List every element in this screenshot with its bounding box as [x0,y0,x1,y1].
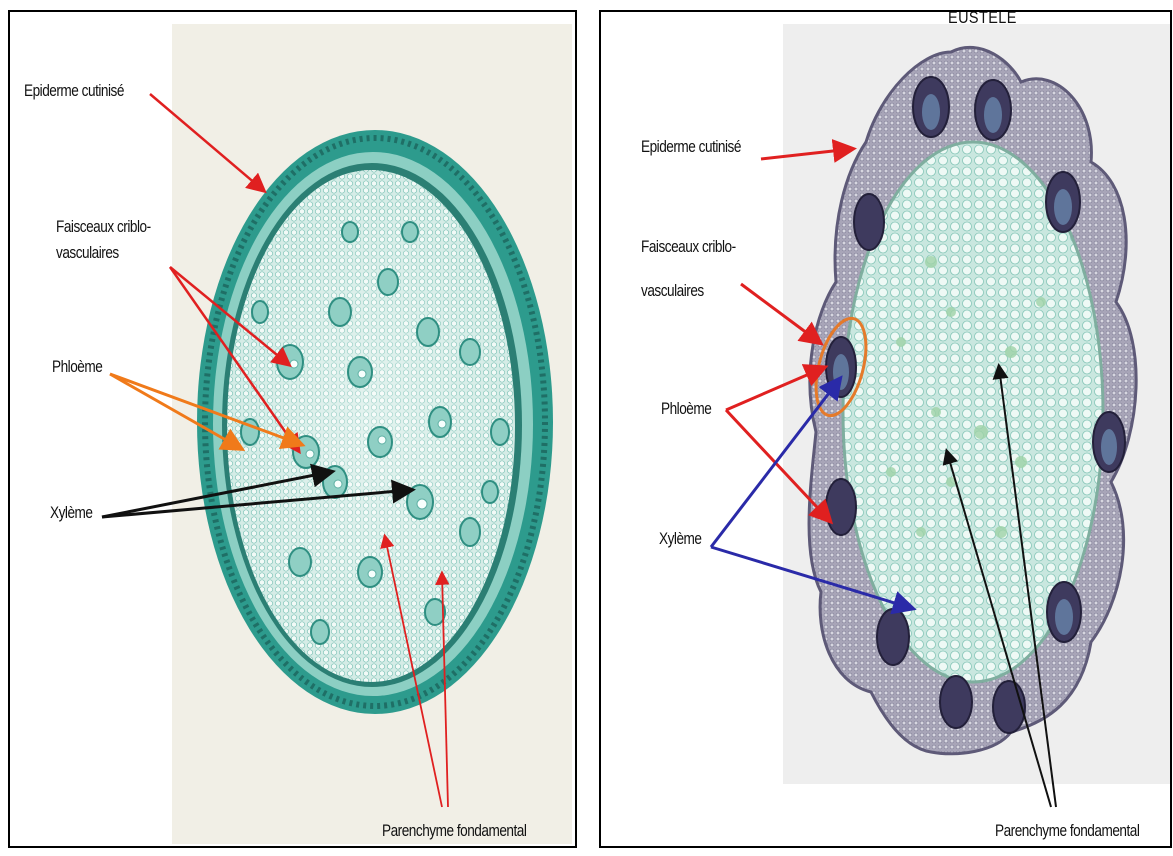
arrow-parenchyme-right-1 [947,452,1051,807]
label-phloeme-left: Phloème [52,356,102,379]
left-arrows-layer [10,12,577,848]
label-epiderme-right: Epiderme cutinisé [641,136,741,159]
arrow-phloeme-right-2 [726,410,829,520]
label-faisceaux-line1-left: Faisceaux criblo- [56,216,151,239]
arrow-faisceaux-right [741,284,819,342]
right-micrograph-panel: EUSTELE Epiderme cutinisé Faisceaux crib… [599,10,1172,848]
label-faisceaux-line1-right: Faisceaux criblo- [641,236,736,259]
label-xyleme-left: Xylème [50,502,92,525]
arrow-epiderme-right [761,149,851,159]
arrow-parenchyme-left-1 [385,537,442,807]
arrow-xyleme-right-1 [711,380,839,547]
arrow-phloeme-left-2 [110,374,300,444]
arrow-parenchyme-right-2 [999,367,1056,807]
arrow-xyleme-right-2 [711,547,911,608]
label-parenchyme-left: Parenchyme fondamental [382,820,526,843]
arrow-parenchyme-left-2 [442,574,448,807]
arrow-xyleme-left-1 [102,472,330,517]
right-panel-title: EUSTELE [948,10,1017,28]
label-faisceaux-line2-left: vasculaires [56,242,119,265]
label-parenchyme-right: Parenchyme fondamental [995,820,1139,843]
arrow-phloeme-left-1 [110,374,240,448]
arrow-epiderme-left [150,94,263,190]
label-phloeme-right: Phloème [661,398,711,421]
arrow-phloeme-right-1 [726,368,823,410]
arrow-xyleme-left-2 [102,490,410,517]
arrow-faisceaux-left-2 [170,267,298,450]
left-micrograph-panel: Epiderme cutinisé Faisceaux criblo- vasc… [8,10,577,848]
label-faisceaux-line2-right: vasculaires [641,280,704,303]
label-xyleme-right: Xylème [659,528,701,551]
label-epiderme-left: Epiderme cutinisé [24,80,124,103]
